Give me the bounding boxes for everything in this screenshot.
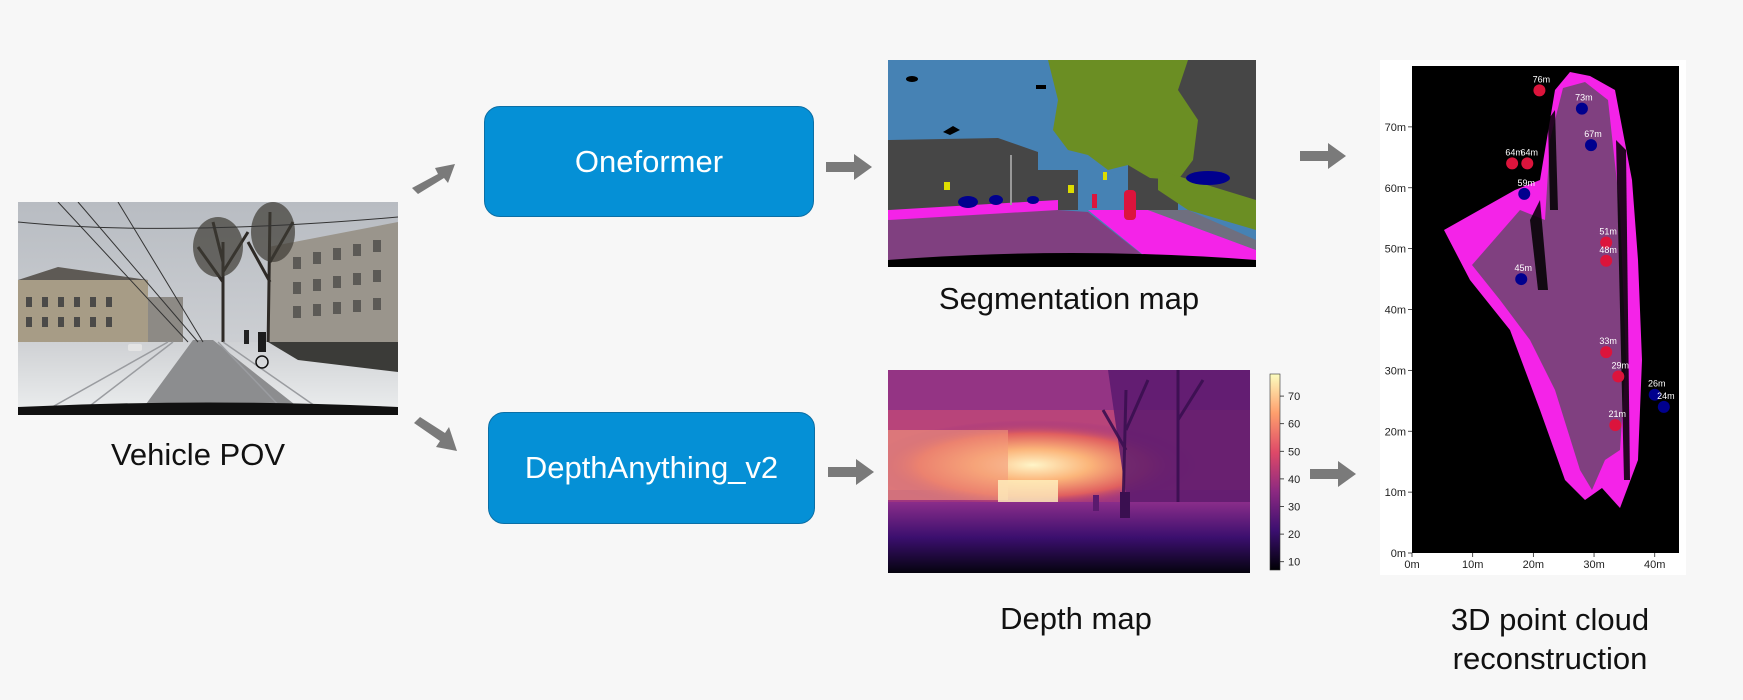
pointcloud-caption-line1: 3D point cloud — [1450, 602, 1650, 637]
segmentation-caption: Segmentation map — [938, 281, 1200, 316]
depth-colorbar: 70 60 50 40 30 20 10 — [1269, 373, 1300, 571]
detection-distance-label: 67m — [1584, 129, 1602, 139]
y-tick-label: 70m — [1385, 122, 1406, 134]
depth-caption: Depth map — [1000, 601, 1152, 636]
vehicle-pov-caption: Vehicle POV — [110, 437, 286, 472]
colorbar-tick-label: 10 — [1288, 557, 1300, 569]
arrow-to-segmentation — [826, 154, 872, 180]
detection-point — [1533, 84, 1546, 97]
y-tick-label: 60m — [1385, 183, 1406, 195]
x-tick-label: 40m — [1644, 559, 1665, 571]
colorbar-tick-label: 20 — [1288, 529, 1300, 541]
arrow-depth-to-pointcloud — [1310, 461, 1356, 487]
detection-point — [1575, 102, 1588, 115]
arrow-to-oneformer — [412, 164, 455, 194]
y-tick-label: 50m — [1385, 244, 1406, 256]
detection-point — [1600, 346, 1613, 359]
x-tick-label: 20m — [1523, 559, 1544, 571]
colorbar-gradient — [1269, 373, 1281, 571]
detection-point — [1609, 419, 1622, 432]
y-tick-label: 30m — [1385, 365, 1406, 377]
y-tick-label: 0m — [1391, 548, 1406, 560]
detection-point — [1585, 139, 1598, 152]
detection-distance-label: 33m — [1599, 336, 1617, 346]
detection-distance-label: 29m — [1612, 360, 1630, 370]
x-tick-label: 0m — [1404, 559, 1419, 571]
oneformer-box: Oneformer — [484, 106, 814, 217]
vehicle-pov-image — [18, 202, 398, 415]
colorbar-tick-label: 50 — [1288, 446, 1300, 458]
detection-point — [1521, 157, 1534, 170]
detection-point — [1515, 273, 1528, 286]
arrow-seg-to-pointcloud — [1300, 143, 1346, 169]
segmentation-map-image — [888, 60, 1256, 267]
pointcloud-plot: 0m 10m 20m 30m 40m 0m 10m 20m 30m 40m 50m 60m 70m 76… — [1380, 60, 1686, 575]
y-tick-label: 20m — [1385, 426, 1406, 438]
detection-point — [1600, 236, 1613, 249]
colorbar-tick-label: 40 — [1288, 474, 1300, 486]
detection-point — [1506, 157, 1519, 170]
y-tick-label: 10m — [1385, 487, 1406, 499]
arrow-to-depthanything — [414, 417, 457, 451]
depth-map-image — [888, 370, 1250, 573]
x-tick-label: 30m — [1583, 559, 1604, 571]
detection-distance-label: 51m — [1599, 227, 1617, 237]
pointcloud-caption: 3D point cloud reconstruction — [1400, 600, 1700, 678]
detection-point — [1648, 388, 1661, 401]
pointcloud-footprint — [1444, 72, 1642, 508]
colorbar-tick-label: 60 — [1288, 419, 1300, 431]
detection-point — [1518, 187, 1531, 200]
detection-distance-label: 45m — [1514, 263, 1532, 273]
detection-distance-label: 76m — [1533, 74, 1551, 84]
detection-distance-label: 59m — [1518, 178, 1536, 188]
detection-point — [1600, 254, 1613, 267]
detection-distance-label: 48m — [1599, 245, 1617, 255]
detection-distance-label: 24m — [1657, 391, 1675, 401]
colorbar-tick-label: 70 — [1288, 391, 1300, 403]
arrow-to-depth — [828, 459, 874, 485]
depthanything-box: DepthAnything_v2 — [488, 412, 815, 524]
detection-point — [1612, 370, 1625, 383]
detection-point — [1657, 400, 1670, 413]
pointcloud-caption-line2: reconstruction — [1452, 641, 1648, 676]
y-tick-label: 40m — [1385, 305, 1406, 317]
detection-distance-label: 64m — [1521, 147, 1539, 157]
detection-distance-label: 21m — [1609, 409, 1627, 419]
detection-distance-label: 64m — [1505, 147, 1523, 157]
colorbar-tick-label: 30 — [1288, 502, 1300, 514]
x-tick-label: 10m — [1462, 559, 1483, 571]
detection-distance-label: 73m — [1575, 93, 1593, 103]
detection-distance-label: 26m — [1648, 379, 1666, 389]
